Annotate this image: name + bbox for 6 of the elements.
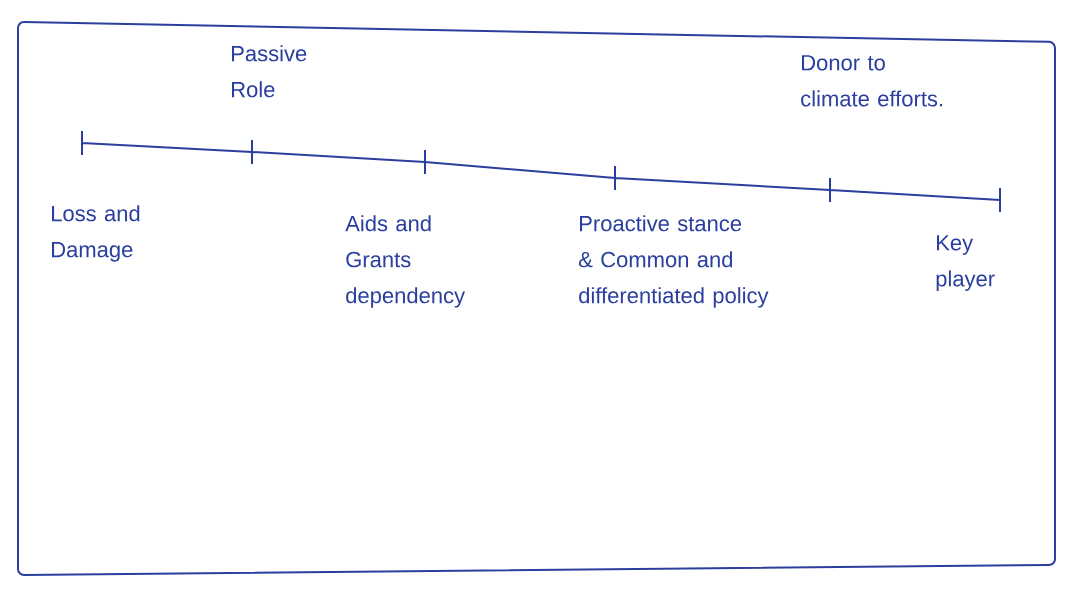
timeline-label: Proactive stance & Common and differentiated policy <box>578 215 769 308</box>
timeline-label: Aids and Grants dependency <box>345 215 465 308</box>
timeline-label: Donor to climate efforts. <box>801 55 943 107</box>
timeline-label: Loss and Damage <box>52 205 140 262</box>
timeline-label: Passive Role <box>232 45 307 98</box>
timeline-label: Key player <box>936 235 995 291</box>
